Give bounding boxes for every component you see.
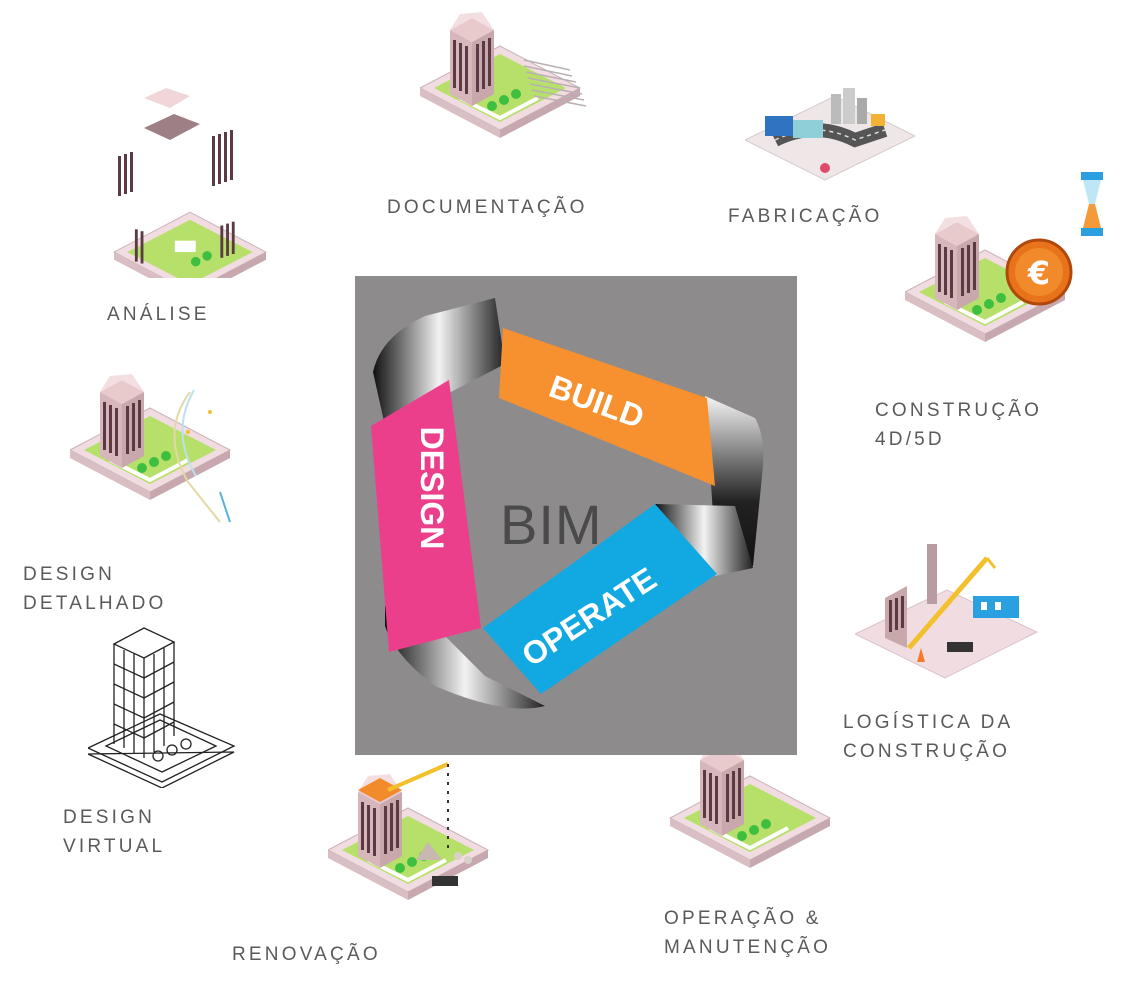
stage-label-operacao: OPERAÇÃO & MANUTENÇÃO	[664, 908, 832, 958]
stage-label-design-detalhado: DESIGN DETALHADO	[23, 564, 167, 614]
building-with-documents-icon	[420, 10, 587, 140]
renovation-crane-icon	[328, 762, 490, 902]
stage-label-design-virtual: DESIGN VIRTUAL	[63, 807, 166, 857]
operate-segment	[483, 504, 717, 694]
design-segment	[371, 380, 481, 652]
stage-label-fabricacao: FABRICAÇÃO	[728, 206, 883, 227]
building-detail-icon	[70, 372, 232, 523]
stage-label-analise: ANÁLISE	[107, 304, 210, 325]
wireframe-building-icon	[88, 627, 236, 788]
build-segment	[499, 328, 715, 486]
building-cost-time-icon: €	[905, 172, 1103, 344]
bim-title: BIM	[500, 493, 603, 556]
svg-text:€: €	[1027, 254, 1050, 292]
stage-label-documentacao: DOCUMENTAÇÃO	[387, 197, 588, 218]
design-label: DESIGN	[414, 427, 450, 550]
bim-cycle-diagram: DESIGN BUILD OPERATE	[355, 276, 797, 755]
bim-cycle-panel: DESIGN BUILD OPERATE	[355, 276, 797, 755]
factory-truck-icon	[745, 88, 915, 181]
stage-label-logistica: LOGÍSTICA DA CONSTRUÇÃO	[843, 712, 1014, 762]
exploded-building-icon	[112, 88, 268, 278]
construction-crane-site-icon	[855, 544, 1039, 679]
stage-label-renovacao: RENOVAÇÃO	[232, 944, 381, 965]
stage-label-construcao: CONSTRUÇÃO 4D/5D	[875, 400, 1043, 450]
